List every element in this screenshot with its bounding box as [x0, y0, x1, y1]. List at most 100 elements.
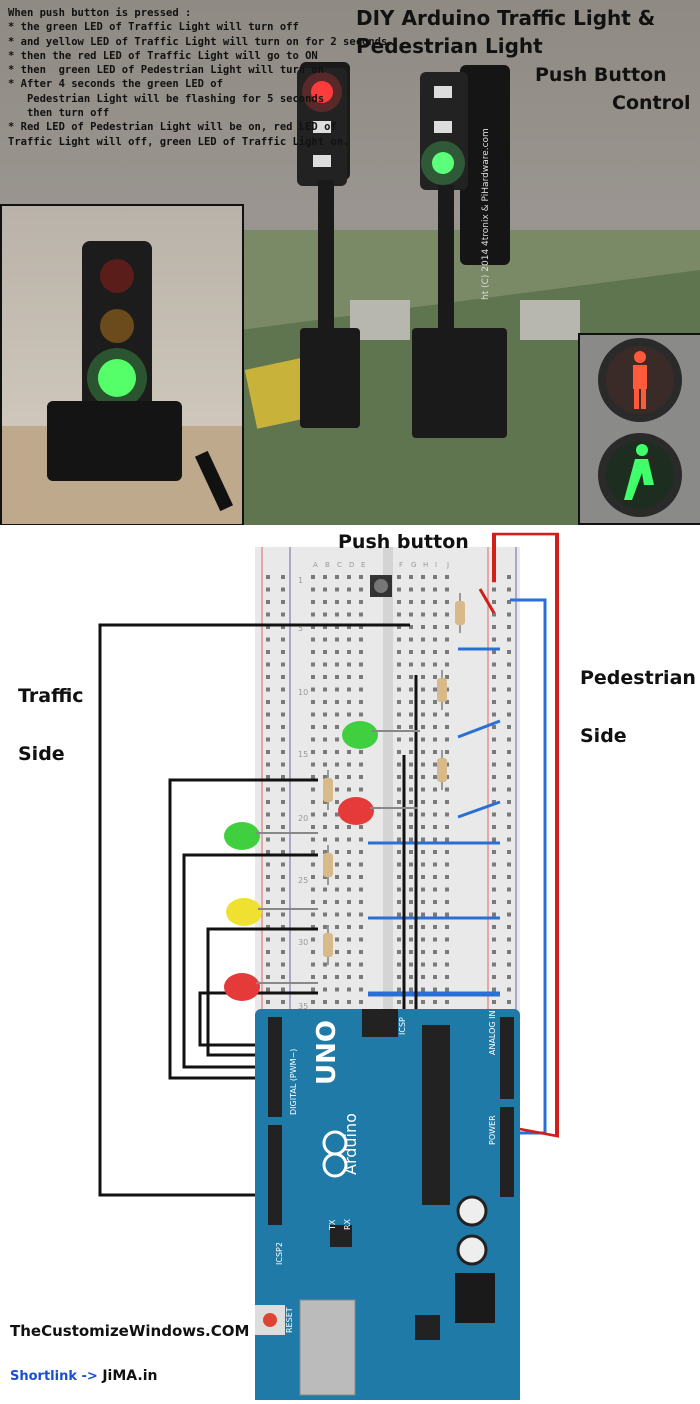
breadboard-hole — [311, 987, 315, 992]
breadboard-hole — [492, 787, 496, 792]
breadboard-hole — [281, 787, 285, 792]
breadboard-hole — [359, 612, 363, 617]
blue-wire — [457, 719, 501, 739]
breadboard-hole — [445, 675, 449, 679]
breadboard-hole — [492, 925, 496, 929]
breadboard-hole — [433, 725, 437, 729]
breadboard-hole — [335, 637, 339, 642]
breadboard-hole — [311, 937, 315, 942]
breadboard-hole — [409, 862, 413, 867]
breadboard-hole — [347, 975, 351, 979]
breadboard-hole — [507, 837, 511, 842]
breadboard-hole — [281, 625, 285, 629]
breadboard-hole — [323, 762, 327, 767]
breadboard-hole — [281, 575, 285, 579]
breadboard-hole — [323, 987, 327, 992]
breadboard-hole — [281, 687, 285, 692]
pedestrian-side-label-line2: Side — [580, 725, 627, 747]
breadboard-hole — [311, 862, 315, 867]
shortlink-value[interactable]: JiMA.in — [102, 1368, 158, 1384]
step-line: * After 4 seconds the green LED of — [8, 78, 223, 91]
breadboard-hole — [445, 912, 449, 917]
breadboard-hole — [433, 887, 437, 892]
breadboard-hole — [445, 575, 449, 579]
breadboard-hole — [347, 625, 351, 629]
breadboard-hole — [281, 887, 285, 892]
breadboard-hole — [445, 875, 449, 879]
breadboard-hole — [433, 637, 437, 642]
led-pedestrian-red — [338, 797, 418, 825]
breadboard-hole — [409, 987, 413, 992]
breadboard-hole — [397, 1000, 401, 1004]
breadboard-hole — [409, 912, 413, 917]
breadboard-hole — [335, 950, 339, 954]
breadboard-hole — [311, 775, 315, 779]
breadboard-hole — [281, 925, 285, 929]
traffic-side-label-line1: Traffic — [18, 685, 84, 707]
breadboard-hole — [311, 787, 315, 792]
breadboard-hole — [492, 1000, 496, 1004]
breadboard-hole — [266, 975, 270, 979]
breadboard-hole — [281, 725, 285, 729]
breadboard-hole — [281, 975, 285, 979]
breadboard-hole — [445, 862, 449, 867]
resistor — [437, 670, 447, 710]
pedestrian-signal-photo — [578, 333, 700, 525]
breadboard-hole — [359, 1000, 363, 1004]
breadboard-hole — [347, 912, 351, 917]
breadboard-hole — [335, 700, 339, 704]
breadboard-hole — [359, 875, 363, 879]
breadboard-hole — [421, 1000, 425, 1004]
breadboard-hole — [492, 800, 496, 804]
breadboard-hole — [397, 800, 401, 804]
breadboard-hole — [397, 987, 401, 992]
site-name: TheCustomizeWindows.COM — [10, 1322, 250, 1340]
breadboard-hole — [433, 625, 437, 629]
breadboard-hole — [507, 850, 511, 854]
breadboard-hole — [492, 775, 496, 779]
breadboard-hole — [433, 700, 437, 704]
breadboard-hole — [421, 775, 425, 779]
breadboard-hole — [492, 987, 496, 992]
breadboard-hole — [323, 962, 327, 967]
breadboard-hole — [311, 887, 315, 892]
column-letter: J — [446, 561, 449, 569]
breadboard-hole — [421, 900, 425, 904]
breadboard-hole — [397, 575, 401, 579]
breadboard-hole — [266, 712, 270, 717]
breadboard-hole — [397, 637, 401, 642]
breadboard-hole — [347, 962, 351, 967]
breadboard-hole — [347, 650, 351, 654]
traffic-lamp-image — [2, 241, 242, 524]
breadboard-hole — [335, 650, 339, 654]
breadboard-hole — [266, 637, 270, 642]
row-number: 10 — [298, 688, 308, 697]
breadboard-hole — [311, 625, 315, 629]
breadboard-hole — [335, 825, 339, 829]
breadboard-hole — [266, 900, 270, 904]
breadboard-hole — [359, 925, 363, 929]
breadboard-hole — [421, 950, 425, 954]
breadboard-hole — [445, 925, 449, 929]
breadboard-hole — [421, 612, 425, 617]
breadboard-hole — [409, 937, 413, 942]
breadboard-hole — [397, 662, 401, 667]
column-letter: E — [361, 561, 365, 569]
breadboard-hole — [507, 675, 511, 679]
breadboard-hole — [433, 950, 437, 954]
breadboard-hole — [433, 987, 437, 992]
breadboard-hole — [323, 662, 327, 667]
push-button[interactable] — [370, 575, 392, 597]
breadboard-hole — [281, 587, 285, 592]
breadboard-hole — [397, 612, 401, 617]
breadboard-hole — [335, 837, 339, 842]
breadboard-hole — [397, 775, 401, 779]
breadboard-hole — [507, 587, 511, 592]
shortlink-row: Shortlink -> JiMA.in — [10, 1368, 157, 1384]
breadboard-hole — [281, 937, 285, 942]
breadboard-hole — [311, 950, 315, 954]
breadboard-hole — [397, 712, 401, 717]
breadboard-hole — [492, 587, 496, 592]
breadboard-hole — [492, 737, 496, 742]
breadboard-hole — [347, 687, 351, 692]
